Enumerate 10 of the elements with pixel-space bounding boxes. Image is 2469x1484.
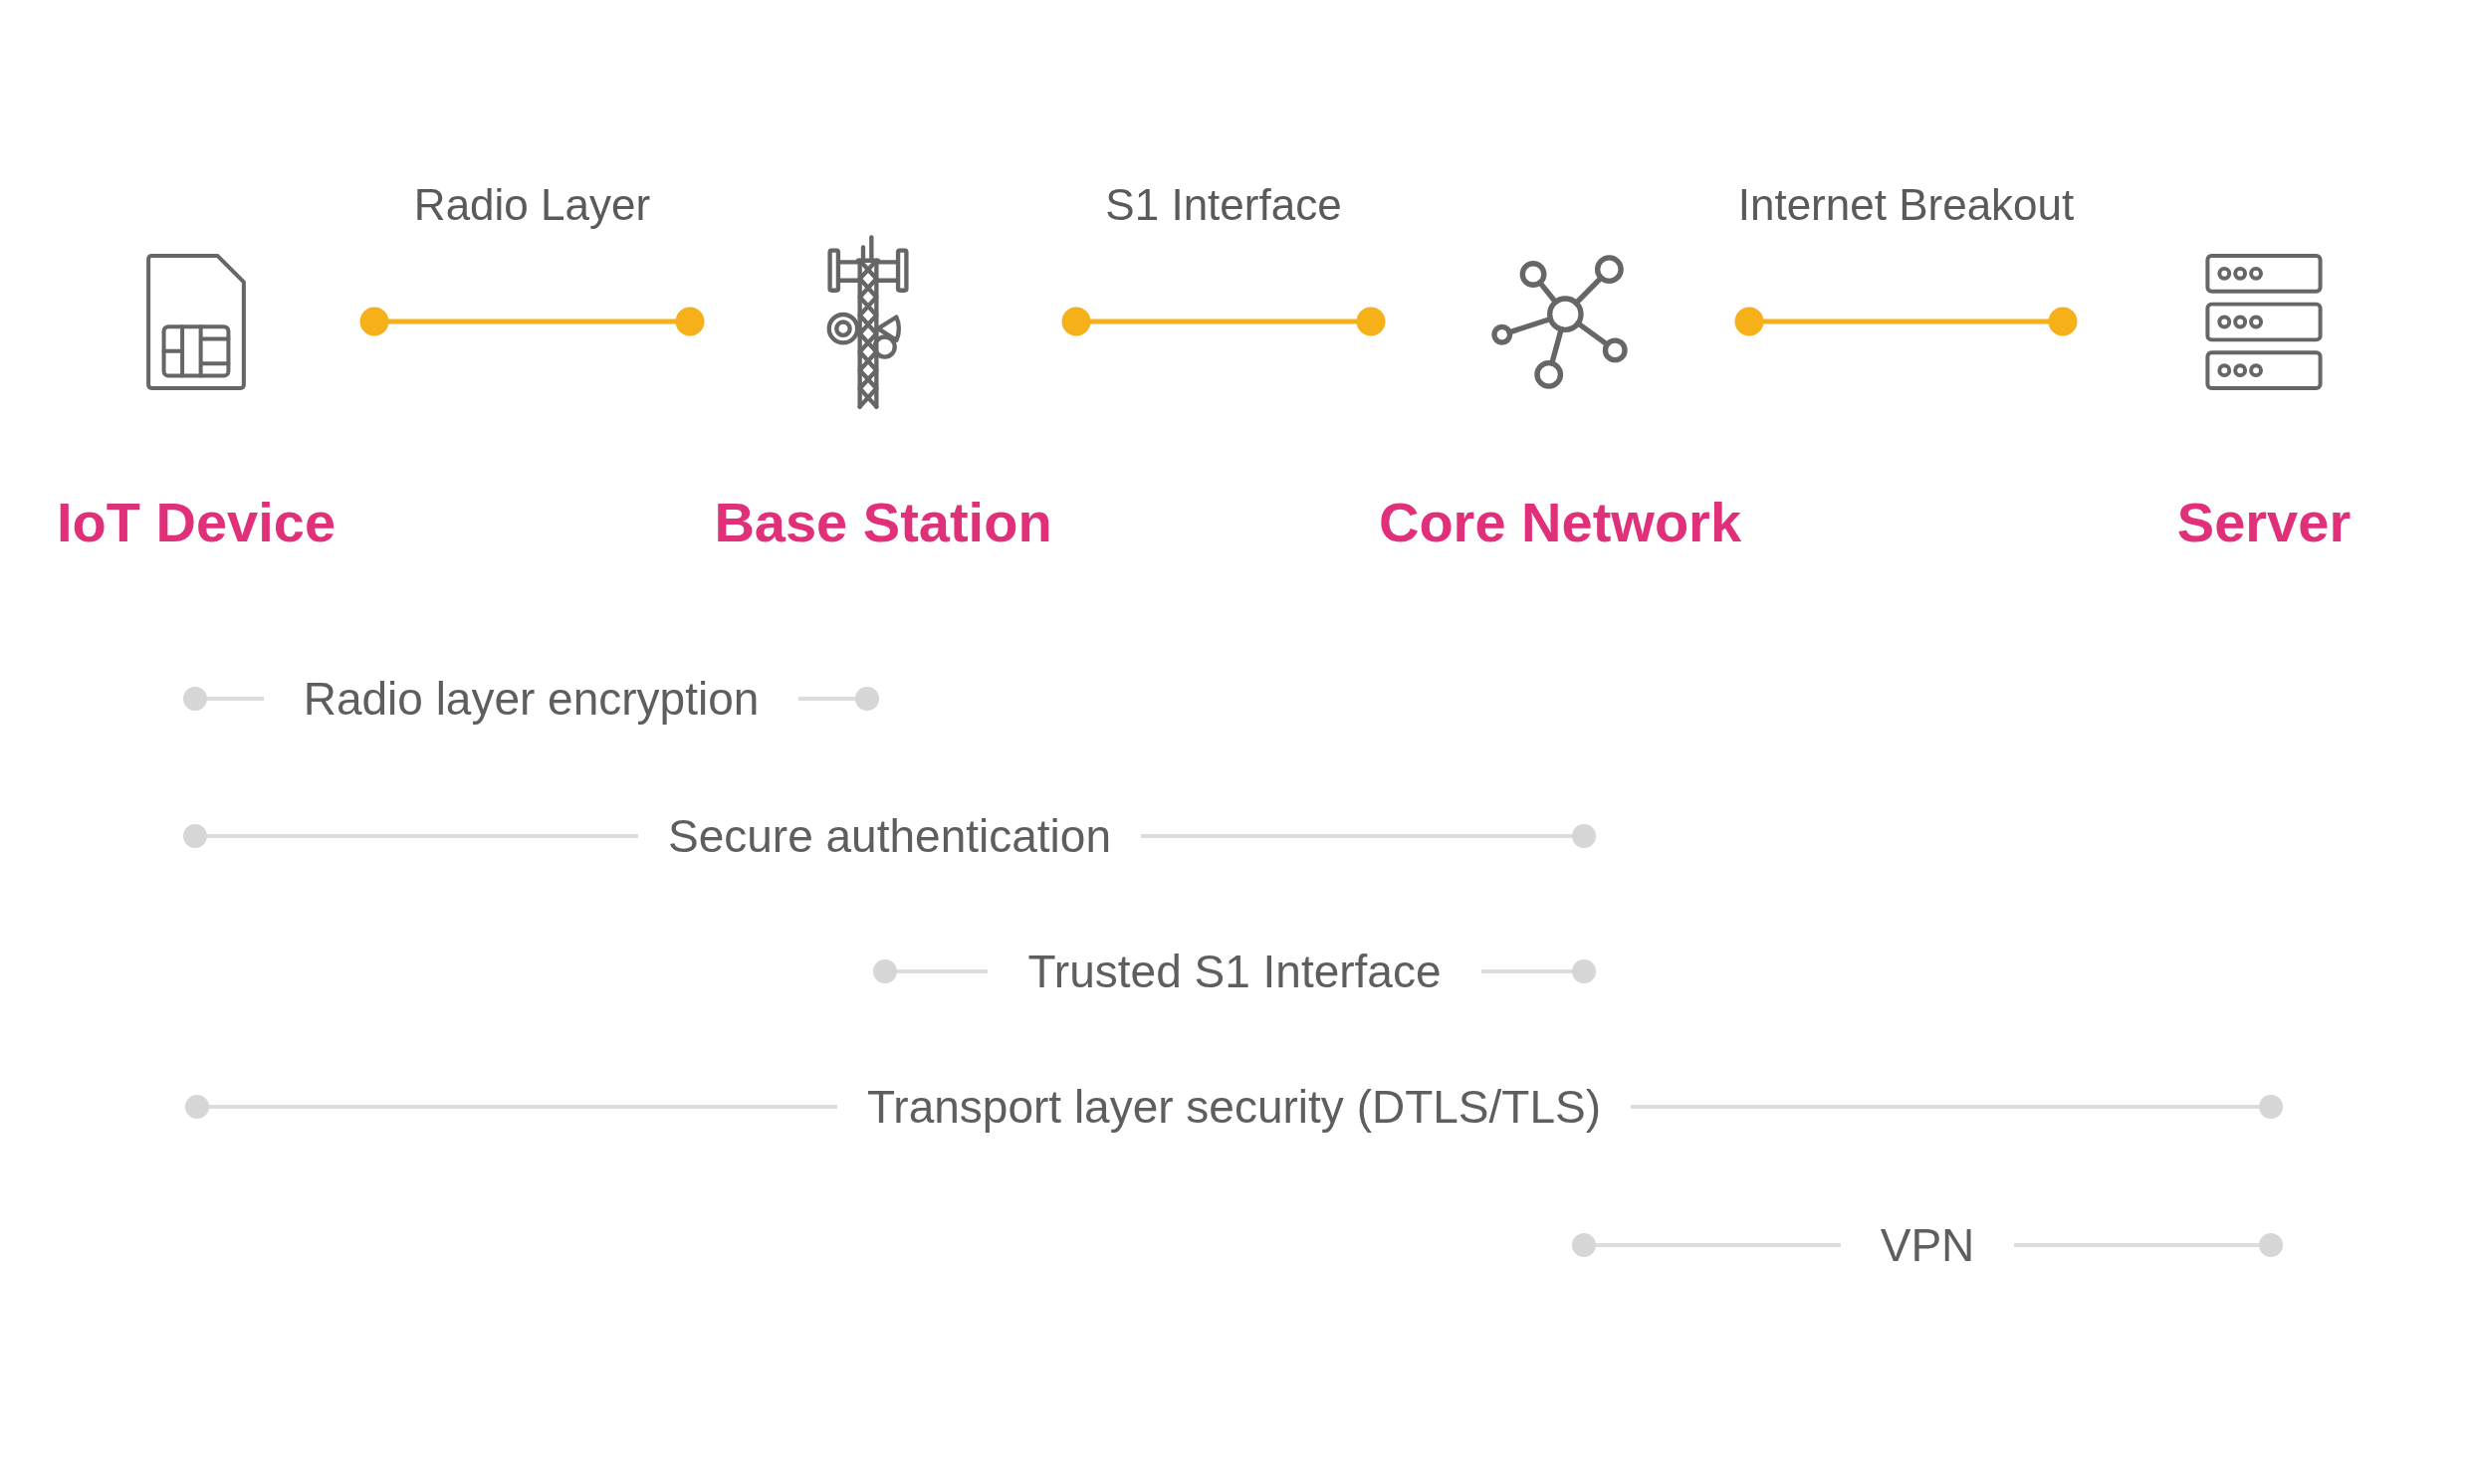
- node-label: Core Network: [1378, 491, 1742, 554]
- connector-line: [359, 307, 705, 336]
- node-label: IoT Device: [56, 491, 337, 554]
- connector-line: [1061, 307, 1386, 336]
- node-label: Server: [2176, 491, 2352, 554]
- edge-label: Radio Layer: [413, 179, 651, 231]
- node-label: Base Station: [714, 491, 1052, 554]
- edge-label: Internet Breakout: [1737, 179, 2075, 231]
- connector-line: [1734, 307, 2078, 336]
- edge-label: S1 Interface: [1105, 179, 1342, 231]
